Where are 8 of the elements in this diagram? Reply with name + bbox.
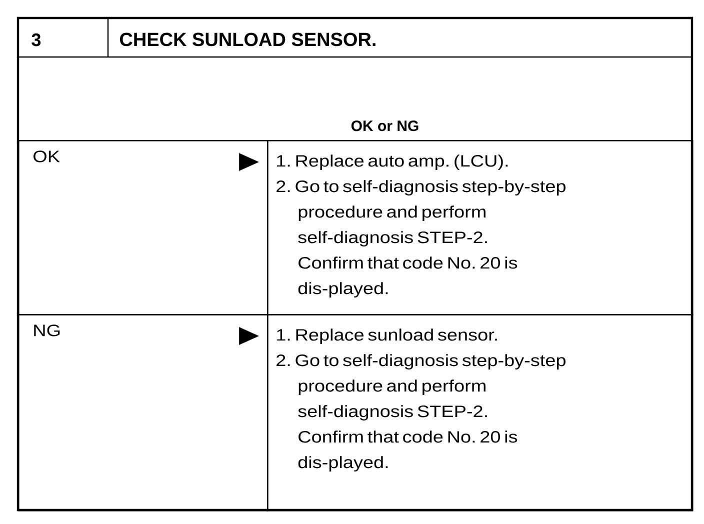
action-cell: 1. Replace auto amp. (LCU). 2. Go to self-diagnosis step-by-step procedure and perform self-diagnosis STEP-2. Confirm that code No. 20 is dis-played. (267, 140, 694, 316)
result-cell: OK (18, 140, 268, 316)
step-number: 3 (32, 33, 41, 46)
title: CHECK SUNLOAD SENSOR. (120, 32, 376, 46)
arrow (238, 153, 259, 171)
arrow (238, 327, 259, 345)
result-cell: NG (18, 314, 268, 512)
action-cell: 1. Replace sunload sensor. 2. Go to self-diagnosis step-by-step procedure and perform self-diagnosis STEP-2. Confirm that code No. 20 is dis-played. (267, 314, 694, 512)
